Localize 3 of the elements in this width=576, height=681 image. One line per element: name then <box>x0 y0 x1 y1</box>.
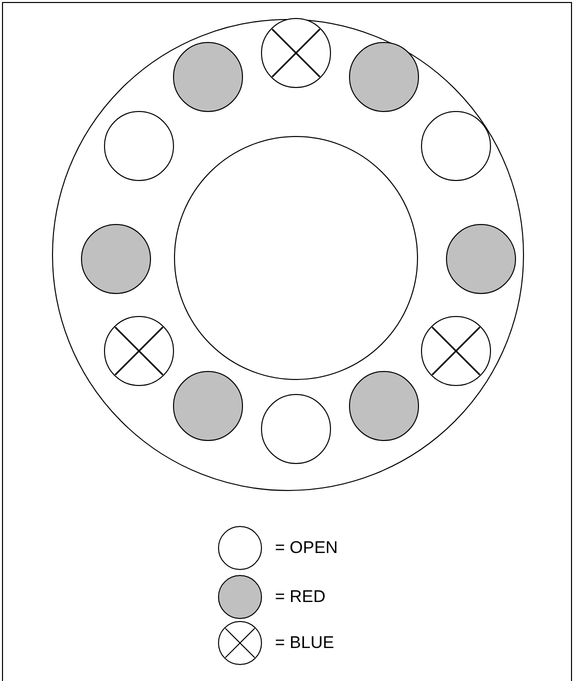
legend-label: = RED <box>275 587 326 607</box>
legend-label: = BLUE <box>275 633 334 653</box>
legend-label: = OPEN <box>275 538 338 558</box>
